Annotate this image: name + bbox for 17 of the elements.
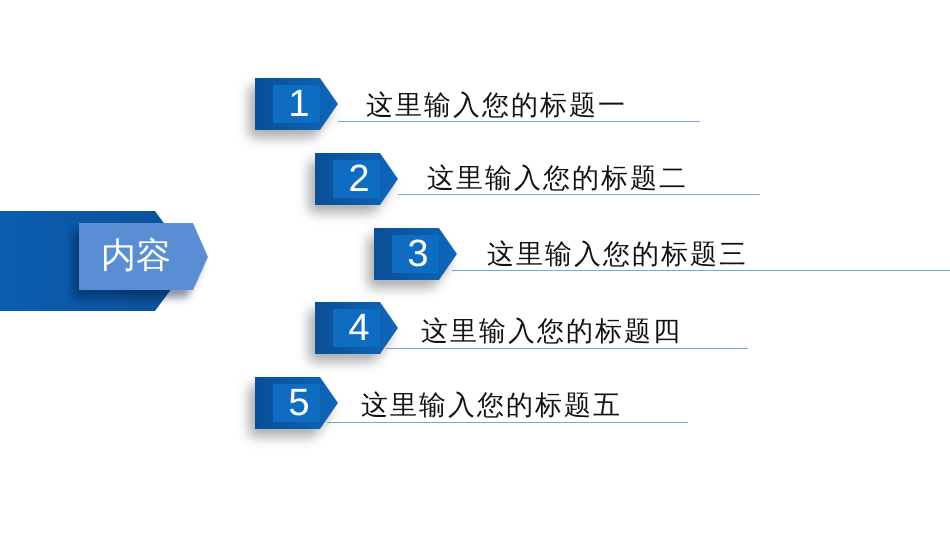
number-label: 5 <box>287 384 311 422</box>
title-text: 这里输入您的标题三 <box>487 241 748 268</box>
number-label: 4 <box>347 309 371 347</box>
title-text: 这里输入您的标题一 <box>366 92 627 119</box>
contents-arrow-tab <box>0 211 210 311</box>
number-arrow-tab <box>255 377 338 429</box>
number-arrow-tab <box>315 302 398 354</box>
number-label: 3 <box>406 235 430 273</box>
number-label: 2 <box>347 160 371 198</box>
number-arrow-tab <box>374 228 457 280</box>
tab-label: 内容 <box>100 235 172 278</box>
number-arrow-tab <box>315 153 398 205</box>
number-label: 1 <box>287 85 311 123</box>
number-arrow-tab <box>255 78 338 130</box>
title-text: 这里输入您的标题二 <box>427 165 688 192</box>
title-text: 这里输入您的标题五 <box>361 392 622 419</box>
title-text: 这里输入您的标题四 <box>421 318 682 345</box>
